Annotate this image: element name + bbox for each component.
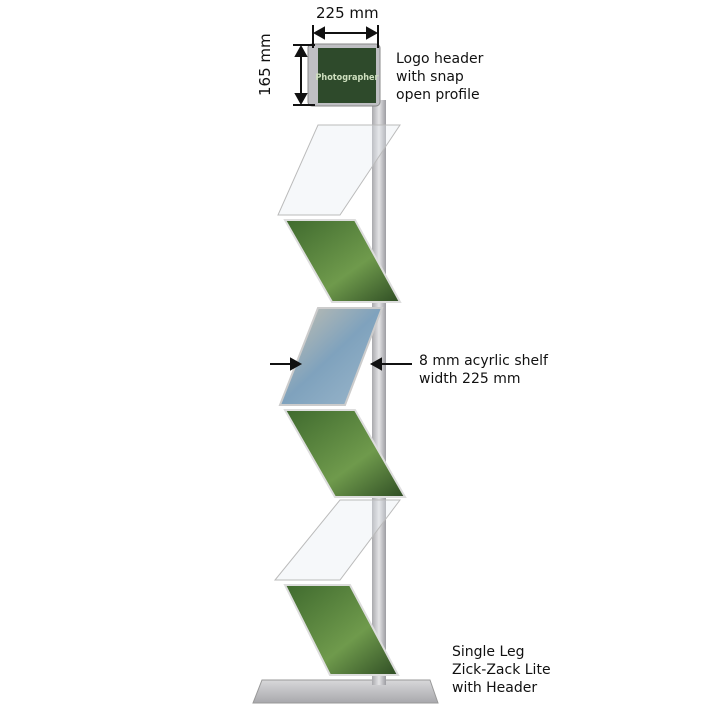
magazine-shelf-2 bbox=[278, 307, 384, 406]
width-dimension-arrow bbox=[312, 25, 379, 48]
stand-base bbox=[252, 679, 439, 704]
shelf-annotation: 8 mm acyrlic shelf width 225 mm bbox=[419, 352, 548, 388]
width-dimension-label: 225 mm bbox=[316, 4, 379, 22]
product-name-annotation: Single Leg Zick-Zack Lite with Header bbox=[452, 643, 551, 697]
acrylic-panel bbox=[273, 499, 401, 581]
annotation-line: width 225 mm bbox=[419, 371, 521, 387]
annotation-line: Logo header bbox=[396, 51, 484, 67]
annotation-line: open profile bbox=[396, 87, 480, 103]
magazine-shelf-4 bbox=[283, 584, 400, 676]
shelf-width-arrows bbox=[270, 357, 412, 371]
logo-header-annotation: Logo header with snap open profile bbox=[396, 50, 483, 104]
height-dimension-arrow bbox=[293, 44, 315, 106]
height-dimension-label: 165 mm bbox=[256, 33, 274, 96]
stand-pole bbox=[372, 100, 386, 685]
annotation-line: Zick-Zack Lite bbox=[452, 662, 551, 678]
magazine-shelf-3 bbox=[283, 409, 407, 498]
magazine-shelf-1 bbox=[283, 219, 402, 303]
acrylic-panel bbox=[277, 124, 401, 216]
header-panel bbox=[318, 48, 376, 103]
header-logo-text: Photographer bbox=[316, 73, 379, 83]
annotation-line: with snap bbox=[396, 69, 464, 85]
annotation-line: with Header bbox=[452, 680, 538, 696]
annotation-line: Single Leg bbox=[452, 644, 525, 660]
annotation-line: 8 mm acyrlic shelf bbox=[419, 353, 548, 369]
